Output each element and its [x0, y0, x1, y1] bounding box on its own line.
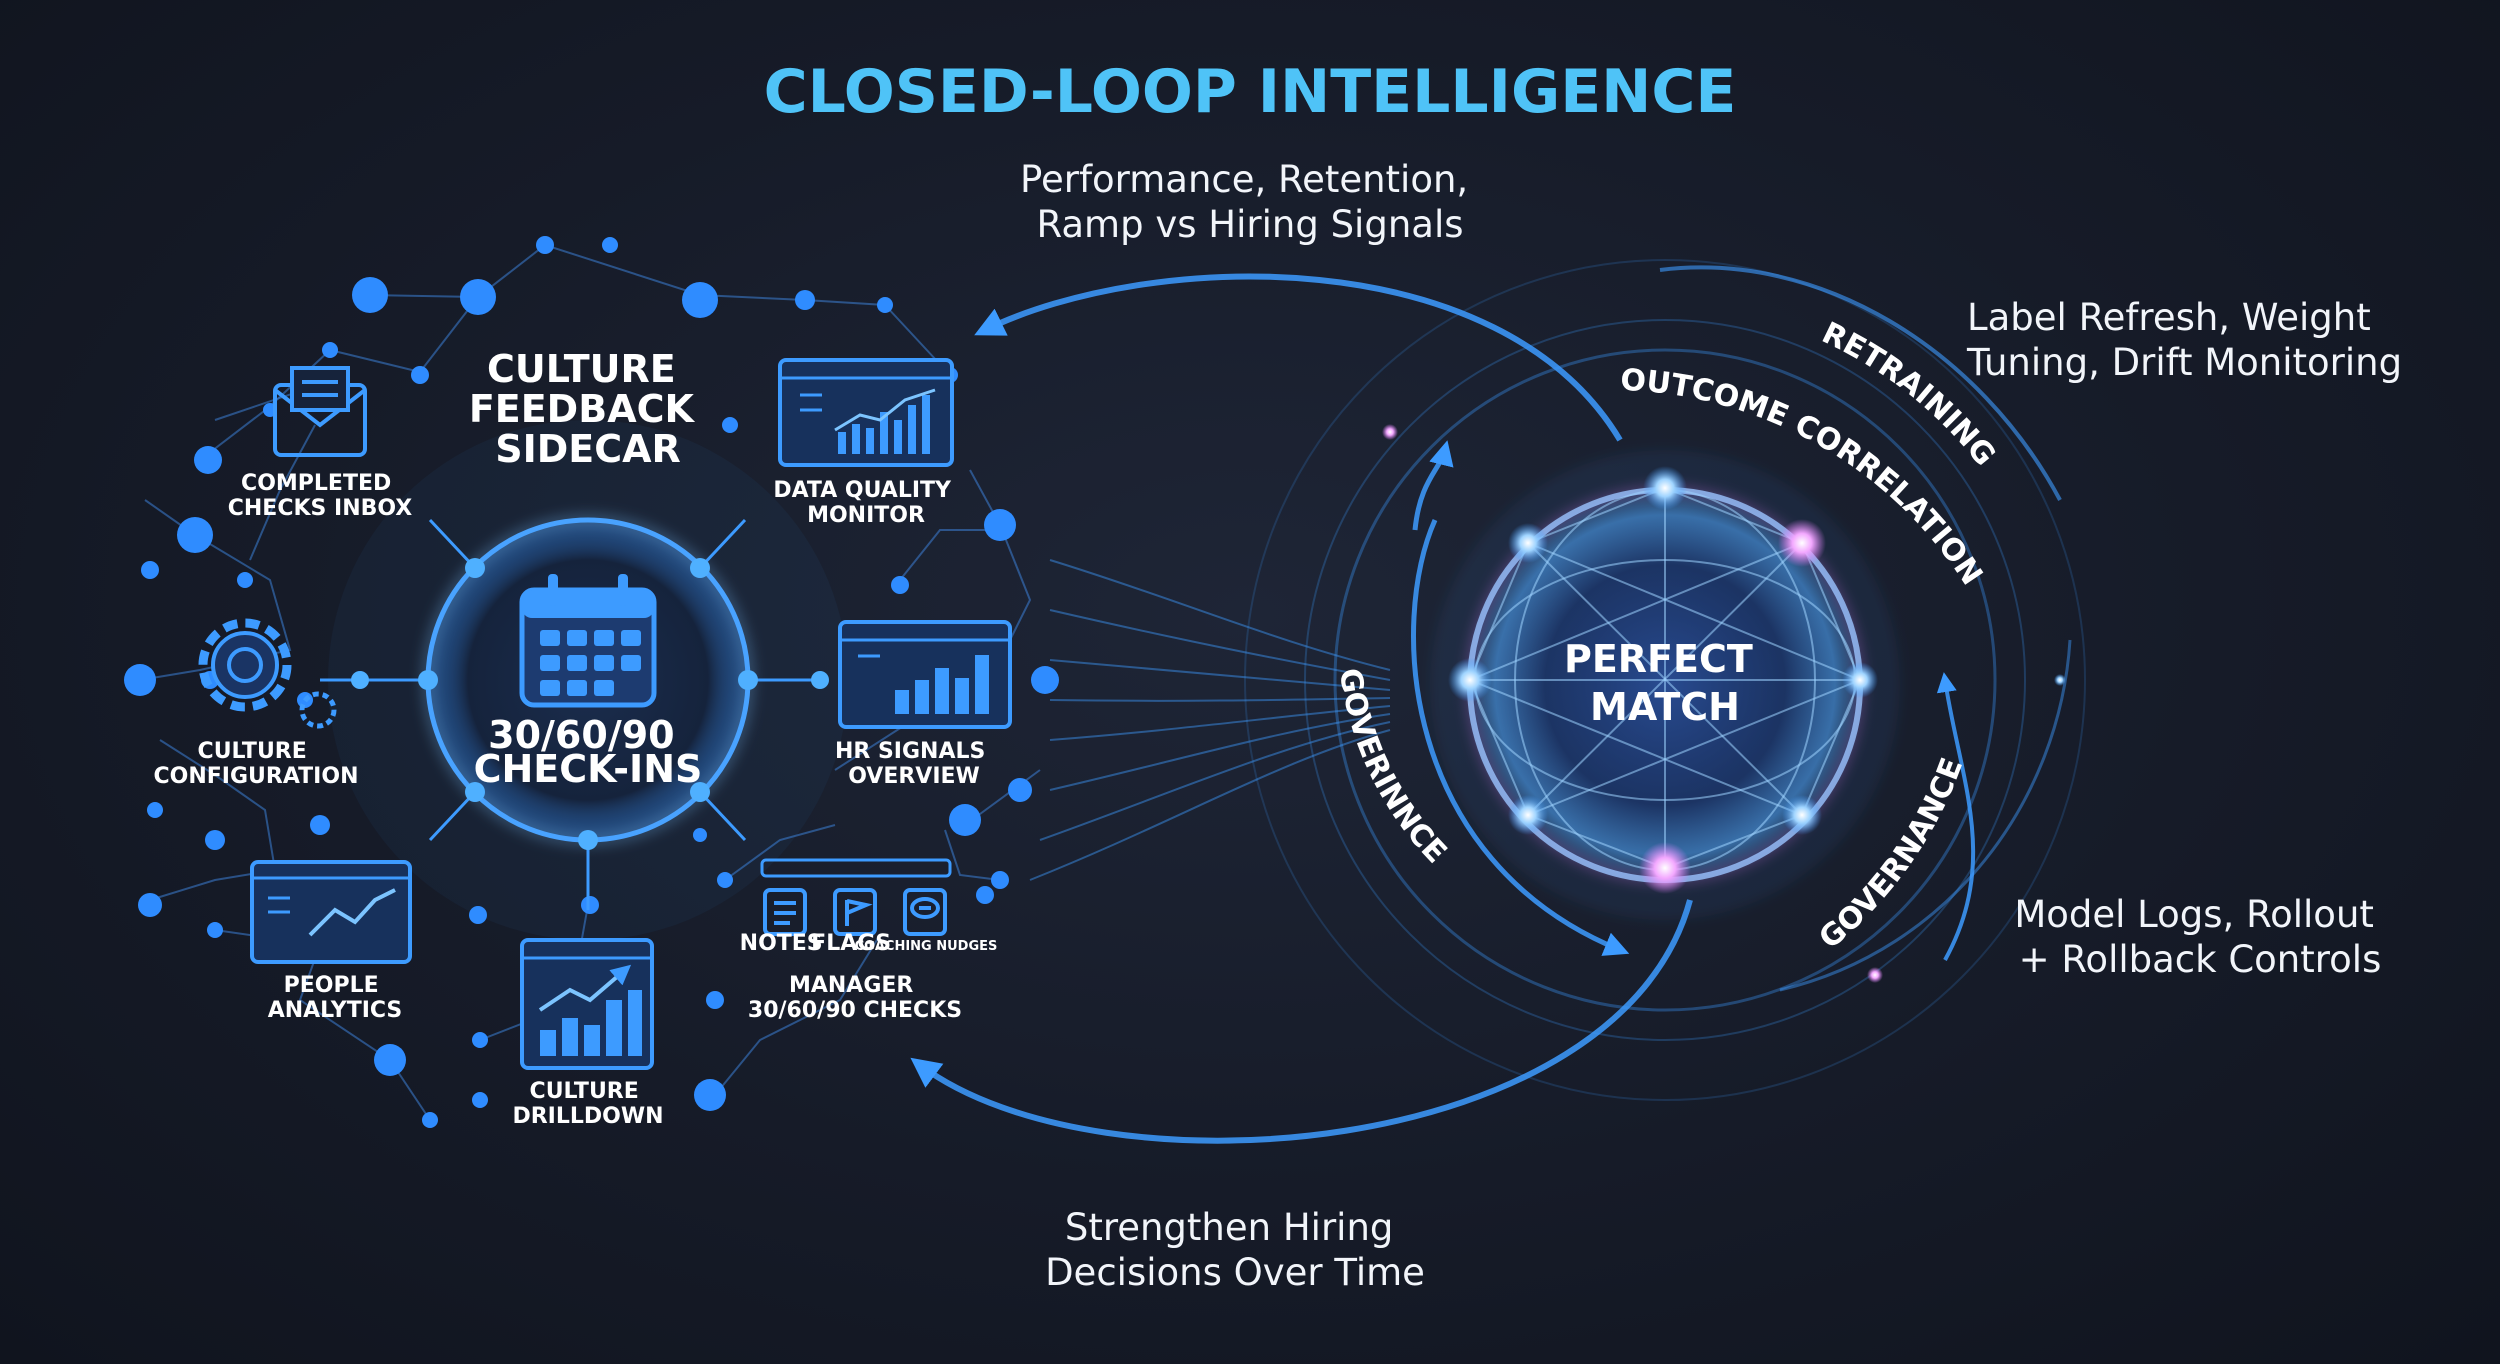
- chat-bubble-icon: [903, 888, 947, 936]
- notes-icon: [763, 888, 807, 936]
- calendar-icon: [519, 574, 657, 708]
- svg-text:COMPLETED CHECKS INBOX: COMPLETED CHECKS INBOX: [228, 471, 413, 521]
- hub-title: CULTURE FEEDBACK SIDECAR: [469, 347, 707, 471]
- envelope-icon: [273, 366, 367, 457]
- hub-center-label: 30/60/90 CHECK-INS: [474, 713, 703, 791]
- annotation-bottom-right: Model Logs, Rollout + Rollback Controls: [2014, 893, 2385, 981]
- svg-text:MANAGER 30/60/90 CHECKS: MANAGER 30/60/90 CHECKS: [748, 973, 962, 1023]
- module-culture-configuration: CULTURE CONFIGURATION: [154, 618, 359, 789]
- trend-chart-icon: [520, 938, 654, 1070]
- flag-icon: [833, 888, 877, 936]
- module-people-analytics: PEOPLE ANALYTICS: [250, 860, 412, 1023]
- annotation-bottom: Strengthen Hiring Decisions Over Time: [1045, 1206, 1425, 1294]
- culture-hub: 30/60/90 CHECK-INS: [320, 420, 848, 940]
- svg-text:PERFECT MATCH: PERFECT MATCH: [1564, 637, 1766, 729]
- module-hr-signals-overview: HR SIGNALS OVERVIEW: [835, 620, 1012, 789]
- bar-chart-monitor-icon: [838, 620, 1012, 729]
- analytics-panel-icon: [250, 860, 412, 964]
- perfect-match-core: PERFECT MATCH: [1430, 450, 1900, 920]
- svg-text:HR SIGNALS OVERVIEW: HR SIGNALS OVERVIEW: [835, 739, 993, 789]
- feedback-loop-arrows: [910, 265, 2072, 1144]
- module-completed-checks-inbox: COMPLETED CHECKS INBOX: [228, 366, 413, 521]
- module-culture-drilldown: CULTURE DRILLDOWN: [512, 938, 664, 1129]
- line-chart-monitor-icon: [778, 358, 954, 467]
- annotation-top-right: Label Refresh, Weight Tuning, Drift Moni…: [1966, 296, 2402, 384]
- module-data-quality-monitor: DATA QUALITY MONITOR: [773, 358, 958, 528]
- svg-text:DATA QUALITY MONITOR: DATA QUALITY MONITOR: [773, 478, 958, 528]
- annotation-top: Performance, Retention, Ramp vs Hiring S…: [1020, 158, 1480, 246]
- svg-text:PEOPLE ANALYTICS: PEOPLE ANALYTICS: [268, 973, 403, 1023]
- diagram-title: CLOSED-LOOP INTELLIGENCE: [764, 57, 1737, 127]
- orbit-rings: [1244, 259, 2086, 1101]
- svg-text:CULTURE CONFIGURATION: CULTURE CONFIGURATION: [154, 739, 359, 789]
- flow-streams: [1029, 559, 1391, 881]
- svg-text:NOTES FLAGS COACHI: NOTES FLAGS COACHING NUDGES: [740, 931, 998, 956]
- module-manager-checks: NOTES FLAGS COACHING NUDGES MANAGER 30/6…: [740, 858, 998, 1023]
- network-nodes: [124, 236, 1059, 1128]
- gear-icon: [198, 618, 337, 729]
- sparkle-dots: [1382, 424, 2066, 983]
- svg-text:CULTURE DRILLDOWN: CULTURE DRILLDOWN: [512, 1079, 663, 1129]
